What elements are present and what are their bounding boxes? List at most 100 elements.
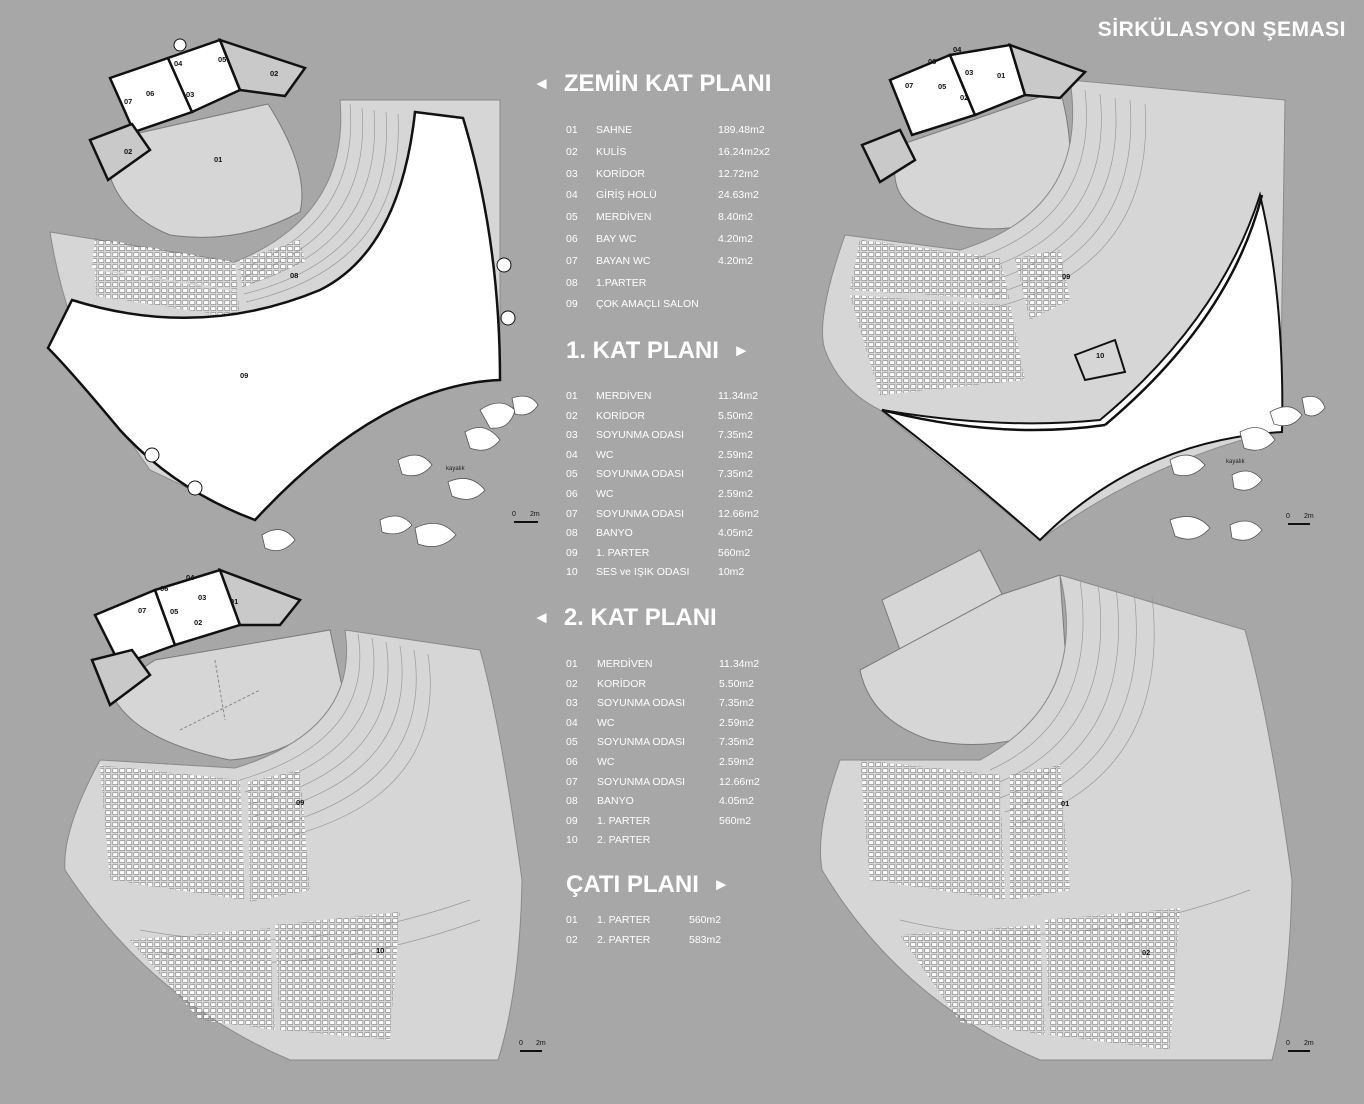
legend-row-name: SOYUNMA ODASI xyxy=(597,736,686,749)
legend-row-number: 02 xyxy=(566,145,578,158)
legend-row-name: BAYAN WC xyxy=(596,254,651,267)
legend-row-name: 1.PARTER xyxy=(596,276,647,289)
legend-row-area: 4.05m2 xyxy=(719,795,755,808)
legend-row-name: WC xyxy=(596,448,614,461)
heading-ground-floor: ◄ ZEMİN KAT PLANI xyxy=(533,70,771,98)
second-label-02: 02 xyxy=(194,618,202,627)
legend-row-number: 08 xyxy=(566,527,578,540)
ground-label-04: 04 xyxy=(174,59,183,68)
legend-row-name: KORİDOR xyxy=(596,409,646,422)
multipurpose-hall xyxy=(46,110,502,522)
legend-row-number: 06 xyxy=(566,488,578,500)
ground-label-07: 07 xyxy=(124,97,132,106)
legend-row-number: 02 xyxy=(566,677,578,690)
legend-row-name: KORİDOR xyxy=(596,167,646,180)
legend-row-name: SOYUNMA ODASI xyxy=(597,697,686,710)
legend-row-area: 7.35m2 xyxy=(719,736,755,749)
first-scale-zero: 0 xyxy=(1286,513,1290,520)
legend-row-area: 4.20m2 xyxy=(718,233,754,245)
arrow-right-icon: ► xyxy=(732,341,750,360)
legend-row-name: WC xyxy=(597,716,615,729)
first-label-02: 02 xyxy=(960,93,968,102)
legend-row-number: 04 xyxy=(566,189,578,202)
heading-second-floor-text: 2. KAT PLANI xyxy=(563,604,717,631)
roof-plan: 01 02 0 2m xyxy=(820,549,1314,1061)
legend-row-area: 560m2 xyxy=(689,914,722,926)
first-label-05: 05 xyxy=(938,82,946,91)
second-label-06: 06 xyxy=(160,584,168,593)
legend-row-number: 07 xyxy=(566,775,578,788)
arrow-left-icon: ◄ xyxy=(533,74,550,93)
ground-label-02a: 02 xyxy=(270,69,278,78)
ground-floor-plan: 04 05 02 07 06 03 02 01 08 09 kayalık 0 … xyxy=(46,37,540,552)
first-scale-length: 2m xyxy=(1304,513,1314,520)
ground-scale-zero: 0 xyxy=(512,511,516,518)
first-label-10: 10 xyxy=(1096,351,1104,360)
legend-row-name: WC xyxy=(597,756,615,768)
legend-row-area: 12.66m2 xyxy=(718,507,759,520)
ground-label-02b: 02 xyxy=(124,147,132,156)
heading-roof-text: ÇATI PLANI xyxy=(566,871,699,898)
legend-row-number: 01 xyxy=(566,658,578,670)
legend-row-area: 8.40m2 xyxy=(718,211,754,224)
legend-row-name: BANYO xyxy=(597,795,634,808)
legend-row-number: 05 xyxy=(566,736,578,749)
heading-first-floor: 1. KAT PLANI ► xyxy=(566,337,750,365)
legend-row-number: 08 xyxy=(566,276,578,289)
legend-row-area: 7.35m2 xyxy=(718,468,754,481)
second-label-10: 10 xyxy=(376,946,384,955)
legend-row-number: 02 xyxy=(566,933,578,946)
roof-label-01: 01 xyxy=(1061,799,1069,808)
arrow-left-icon: ◄ xyxy=(533,608,550,627)
heading-ground-floor-text: ZEMİN KAT PLANI xyxy=(563,70,772,97)
legend-row-area: 2.59m2 xyxy=(718,488,754,500)
second-scale-length: 2m xyxy=(536,1040,546,1047)
legend-row-number: 04 xyxy=(566,448,578,461)
second-label-07: 07 xyxy=(138,606,146,615)
legend-row-name: BANYO xyxy=(596,527,633,540)
ground-label-09: 09 xyxy=(240,371,248,380)
legend-row-area: 560m2 xyxy=(718,546,751,559)
legend-row-number: 10 xyxy=(566,834,578,847)
legend-row-area: 583m2 xyxy=(689,933,722,946)
second-scale-zero: 0 xyxy=(519,1040,523,1047)
legend-row-number: 08 xyxy=(566,795,578,808)
legend-row-number: 01 xyxy=(566,390,578,402)
ground-label-06: 06 xyxy=(146,89,154,98)
legend-row-name: SOYUNMA ODASI xyxy=(597,775,686,788)
legend-row-number: 01 xyxy=(566,124,578,136)
first-label-07: 07 xyxy=(905,81,913,90)
legend-row-number: 05 xyxy=(566,468,578,481)
legend-row-number: 07 xyxy=(566,507,578,520)
sheet-title: SİRKÜLASYON ŞEMASI xyxy=(1097,18,1346,41)
legend-row-number: 07 xyxy=(566,254,578,267)
legend-row-name: SAHNE xyxy=(596,124,633,136)
ground-rock-label: kayalık xyxy=(446,466,466,472)
legend-row-name: GİRİŞ HOLÜ xyxy=(596,189,657,202)
legend-row-name: 2. PARTER xyxy=(597,933,651,946)
legend-row-name: SOYUNMA ODASI xyxy=(596,429,685,442)
legend-row-name: MERDİVEN xyxy=(596,390,652,402)
legend-row-number: 03 xyxy=(566,167,578,180)
roof-scale-length: 2m xyxy=(1304,1040,1314,1047)
legend-row-number: 05 xyxy=(566,211,578,224)
first-label-06: 06 xyxy=(928,57,936,66)
legend-row-name: ÇOK AMAÇLI SALON xyxy=(596,298,699,311)
second-label-04: 04 xyxy=(186,573,195,582)
legend-row-name: SOYUNMA ODASI xyxy=(596,507,685,520)
legend-row-number: 09 xyxy=(566,298,578,311)
first-label-04: 04 xyxy=(953,45,962,54)
stage-area xyxy=(107,103,303,238)
ground-label-08: 08 xyxy=(290,271,298,280)
legend-row-name: MERDİVEN xyxy=(596,211,652,224)
legend-row-area: 24.63m2 xyxy=(718,189,759,202)
ground-scale-length: 2m xyxy=(530,511,540,518)
legend-row-number: 04 xyxy=(566,716,578,729)
legend-row-number: 01 xyxy=(566,914,578,926)
legend-row-name: 1. PARTER xyxy=(596,546,650,559)
first-label-01: 01 xyxy=(997,71,1005,80)
